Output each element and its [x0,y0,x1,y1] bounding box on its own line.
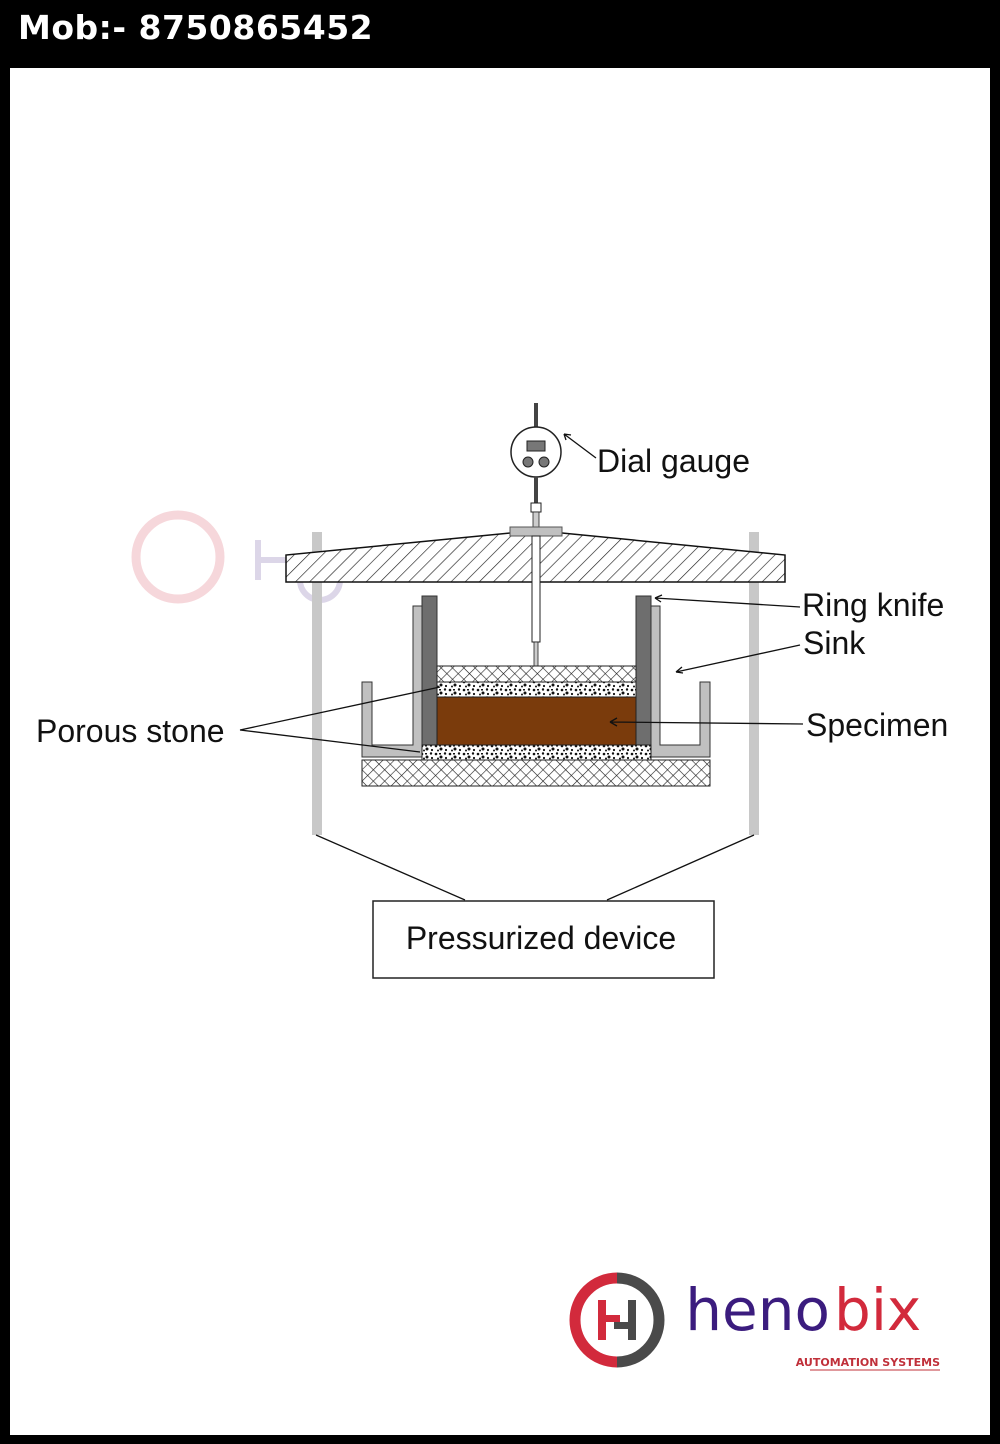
leader-lines [239,433,804,901]
label-dial-gauge: Dial gauge [597,443,750,479]
top-porous-stone [436,681,637,698]
mobile-number: Mob:- 8750865452 [18,8,374,47]
right-frame-post [749,532,759,835]
logo-text-bix: bix [834,1276,921,1344]
sink [361,605,711,758]
specimen [436,696,637,746]
bottom-porous-stone [421,744,652,761]
henobix-logo: heno bix AUTOMATION SYSTEMS [569,1272,940,1371]
left-frame-post [312,532,322,835]
label-ring-knife: Ring knife [802,587,944,623]
pressurized-device-box [372,900,715,979]
base-plate [361,759,711,787]
ring-knife-left [421,595,438,746]
dial-gauge [509,403,563,667]
label-specimen: Specimen [806,707,948,743]
label-pressurized-device: Pressurized device [406,920,676,956]
logo-text-heno: heno [685,1276,830,1344]
label-porous-stone: Porous stone [36,713,225,749]
label-sink: Sink [803,625,866,661]
logo-tagline: AUTOMATION SYSTEMS [796,1356,940,1369]
header-bar: Mob:- 8750865452 [0,0,1000,68]
top-cap [436,665,637,683]
